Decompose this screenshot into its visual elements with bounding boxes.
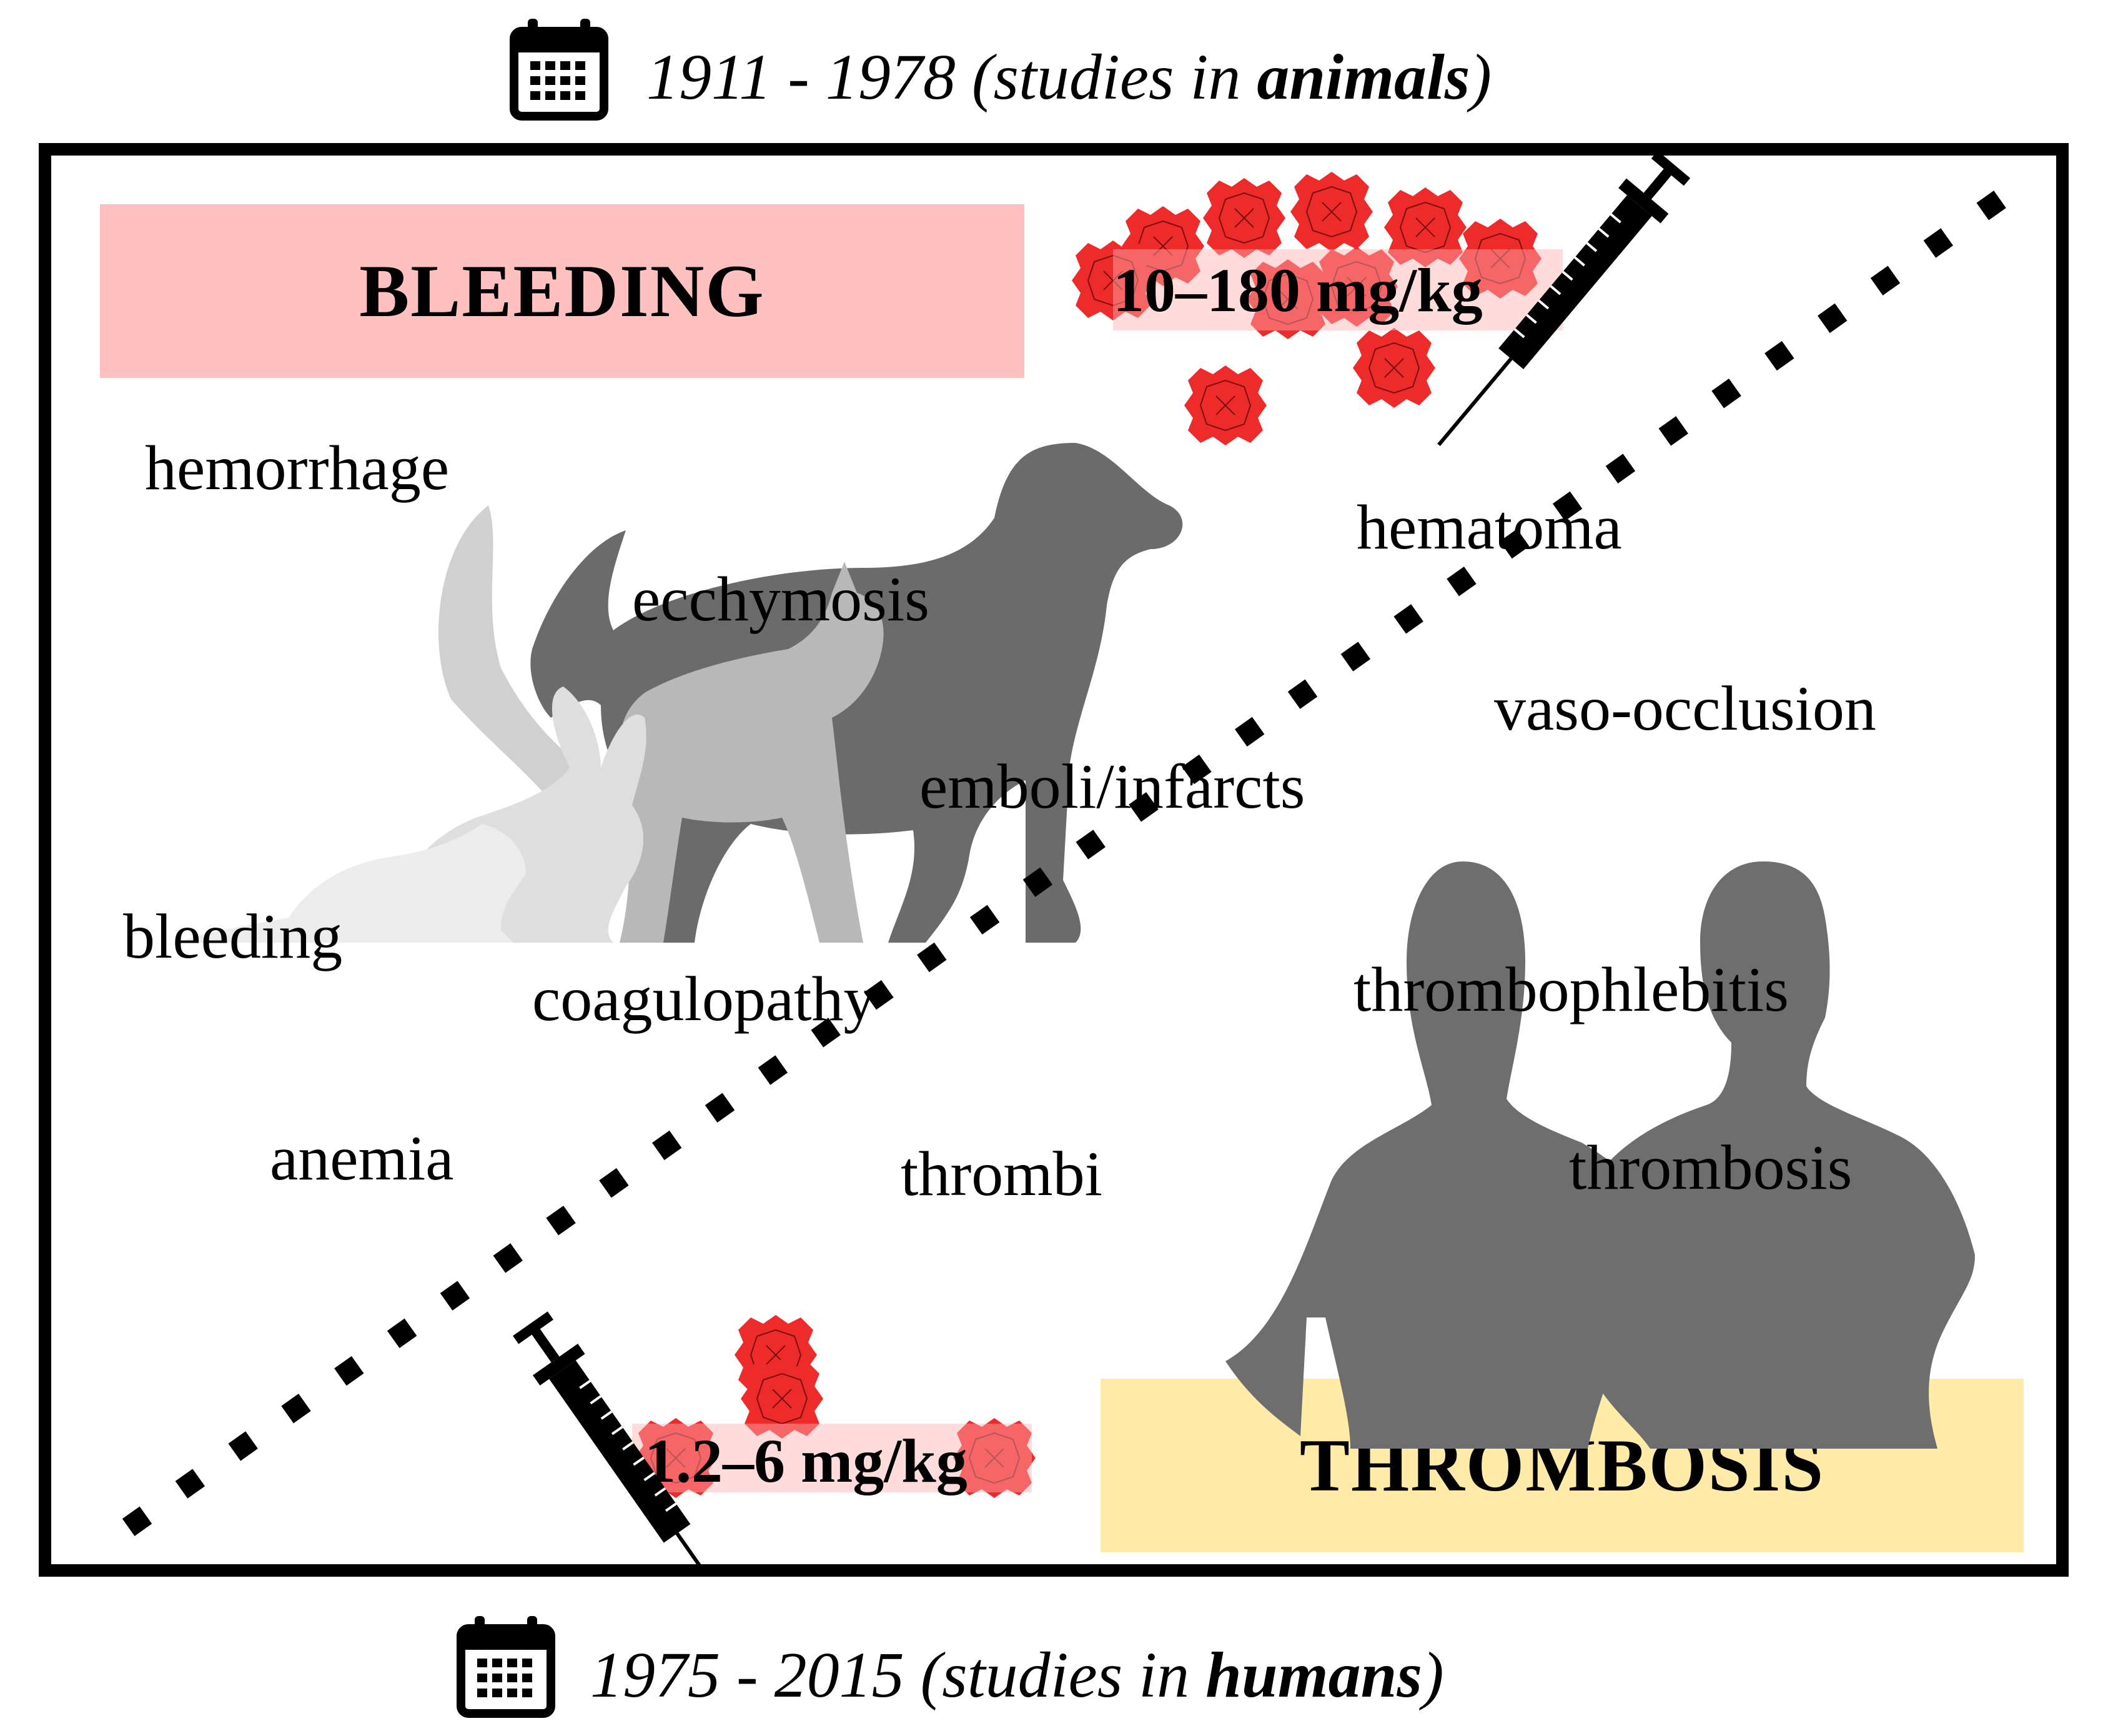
heme-molecules-top <box>1071 171 1563 446</box>
cat-front-silhouette <box>620 562 884 943</box>
term-thrombi: thrombi <box>901 1139 1102 1209</box>
cat-silhouette <box>438 505 601 818</box>
term-thrombosis: thrombosis <box>1569 1133 1853 1203</box>
bleeding-banner: BLEEDING <box>100 204 1024 378</box>
term-hemorrhage: hemorrhage <box>145 433 450 503</box>
term-emboli-infarcts: emboli/infarcts <box>919 751 1305 822</box>
term-vaso-occlusion: vaso-occlusion <box>1494 673 1876 744</box>
syringe-icons <box>513 156 1691 1564</box>
man-silhouette <box>1570 861 1975 1449</box>
term-hematoma: hematoma <box>1357 492 1622 563</box>
high-dose-label: 10–180 mg/kg <box>1113 255 1483 325</box>
heme-molecules-bottom <box>632 1314 1036 1499</box>
human-studies-heading: 1975 - 2015 (studies in humans) <box>590 1639 1444 1711</box>
calendar-icon <box>456 1615 556 1718</box>
low-dose-label: 1.2–6 mg/kg <box>645 1426 967 1495</box>
human-silhouettes <box>1225 861 1975 1449</box>
animal-studies-heading: 1911 - 1978 (studies in animals) <box>646 41 1492 113</box>
term-coagulopathy: coagulopathy <box>532 964 876 1034</box>
humans-emphasis: humans <box>1205 1639 1422 1711</box>
term-ecchymosis: ecchymosis <box>632 564 929 635</box>
syringe-icon <box>513 1311 743 1564</box>
term-thrombophlebitis: thrombophlebitis <box>1353 955 1789 1025</box>
calendar-icon <box>509 17 609 121</box>
animal-silhouettes <box>176 443 1183 943</box>
diagram-frame: BLEEDING THROMBOSIS <box>39 143 2069 1577</box>
term-bleeding: bleeding <box>123 901 343 972</box>
animals-emphasis: animals <box>1257 41 1470 113</box>
term-anemia: anemia <box>270 1123 454 1194</box>
woman-silhouette <box>1225 861 1685 1449</box>
rat-silhouette <box>176 824 526 943</box>
syringe-icon <box>1437 156 1691 447</box>
